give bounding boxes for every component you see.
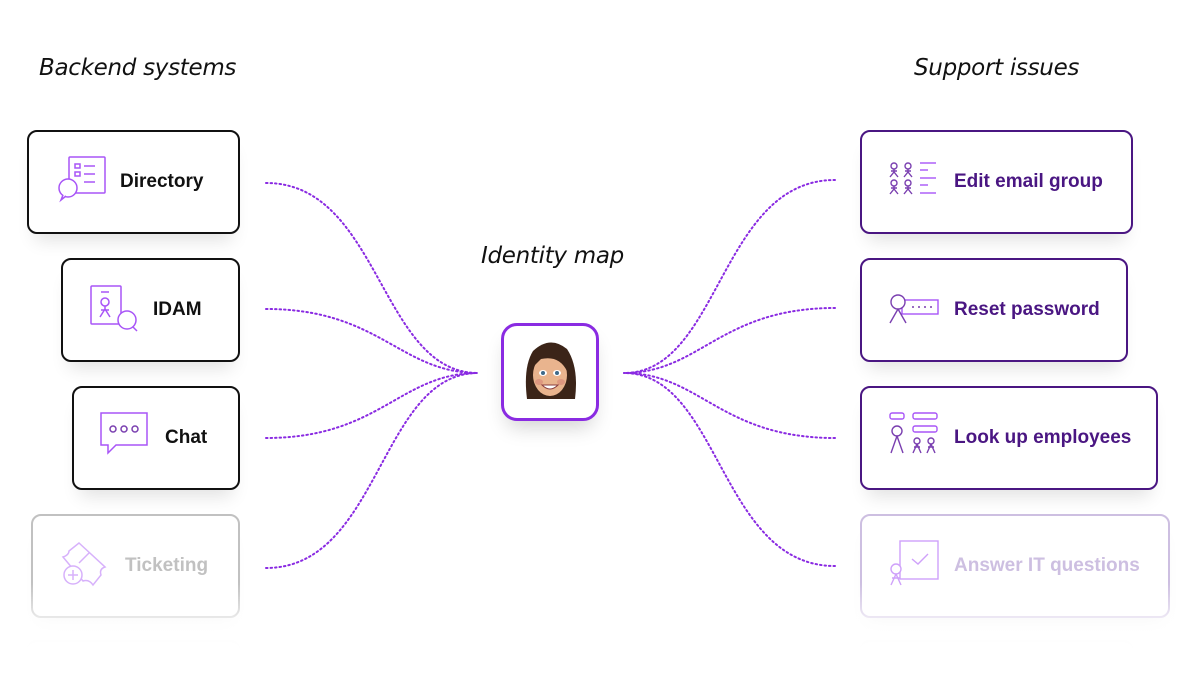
support-issues-heading: Support issues — [914, 55, 1080, 81]
user-password-icon — [889, 294, 939, 324]
org-chart-icon — [889, 412, 938, 454]
people-list-icon — [889, 162, 936, 195]
connector-edit-email — [623, 179, 836, 374]
support-label: Reset password — [954, 299, 1100, 320]
support-label: Answer IT questions — [954, 555, 1140, 576]
backend-systems-heading: Backend systems — [39, 55, 237, 81]
ticket-add-icon — [61, 542, 107, 587]
ghost-card-left — [27, 640, 240, 660]
connector-answer-it — [623, 372, 836, 567]
backend-card-directory[interactable]: Directory — [27, 130, 240, 234]
connector-look-up — [623, 372, 836, 439]
support-card-answer-it-questions[interactable]: Answer IT questions — [860, 514, 1170, 618]
connector-chat — [265, 372, 479, 439]
backend-card-idam[interactable]: IDAM — [61, 258, 240, 362]
user-check-board-icon — [890, 540, 939, 586]
backend-label: Chat — [165, 427, 208, 448]
backend-label: Directory — [120, 171, 204, 192]
identity-avatar-box[interactable] — [501, 323, 599, 421]
id-badge-search-icon — [90, 285, 138, 332]
identity-map-heading: Identity map — [481, 243, 624, 269]
support-card-reset-password[interactable]: Reset password — [860, 258, 1128, 362]
connector-ticketing — [265, 372, 479, 569]
connector-idam — [265, 308, 479, 374]
directory-icon — [58, 156, 106, 203]
support-card-edit-email-group[interactable]: Edit email group — [860, 130, 1133, 234]
backend-label: Ticketing — [125, 555, 209, 576]
connector-directory — [265, 182, 479, 374]
avatar-icon — [525, 342, 576, 399]
backend-card-ticketing[interactable]: Ticketing — [31, 514, 240, 618]
connector-reset-password — [623, 307, 836, 374]
support-label: Edit email group — [954, 171, 1103, 192]
backend-card-chat[interactable]: Chat — [72, 386, 240, 490]
support-card-look-up-employees[interactable]: Look up employees — [860, 386, 1158, 490]
ghost-card-right — [860, 640, 1133, 660]
support-label: Look up employees — [954, 427, 1132, 448]
chat-bubble-icon — [100, 412, 148, 455]
backend-label: IDAM — [153, 299, 202, 320]
